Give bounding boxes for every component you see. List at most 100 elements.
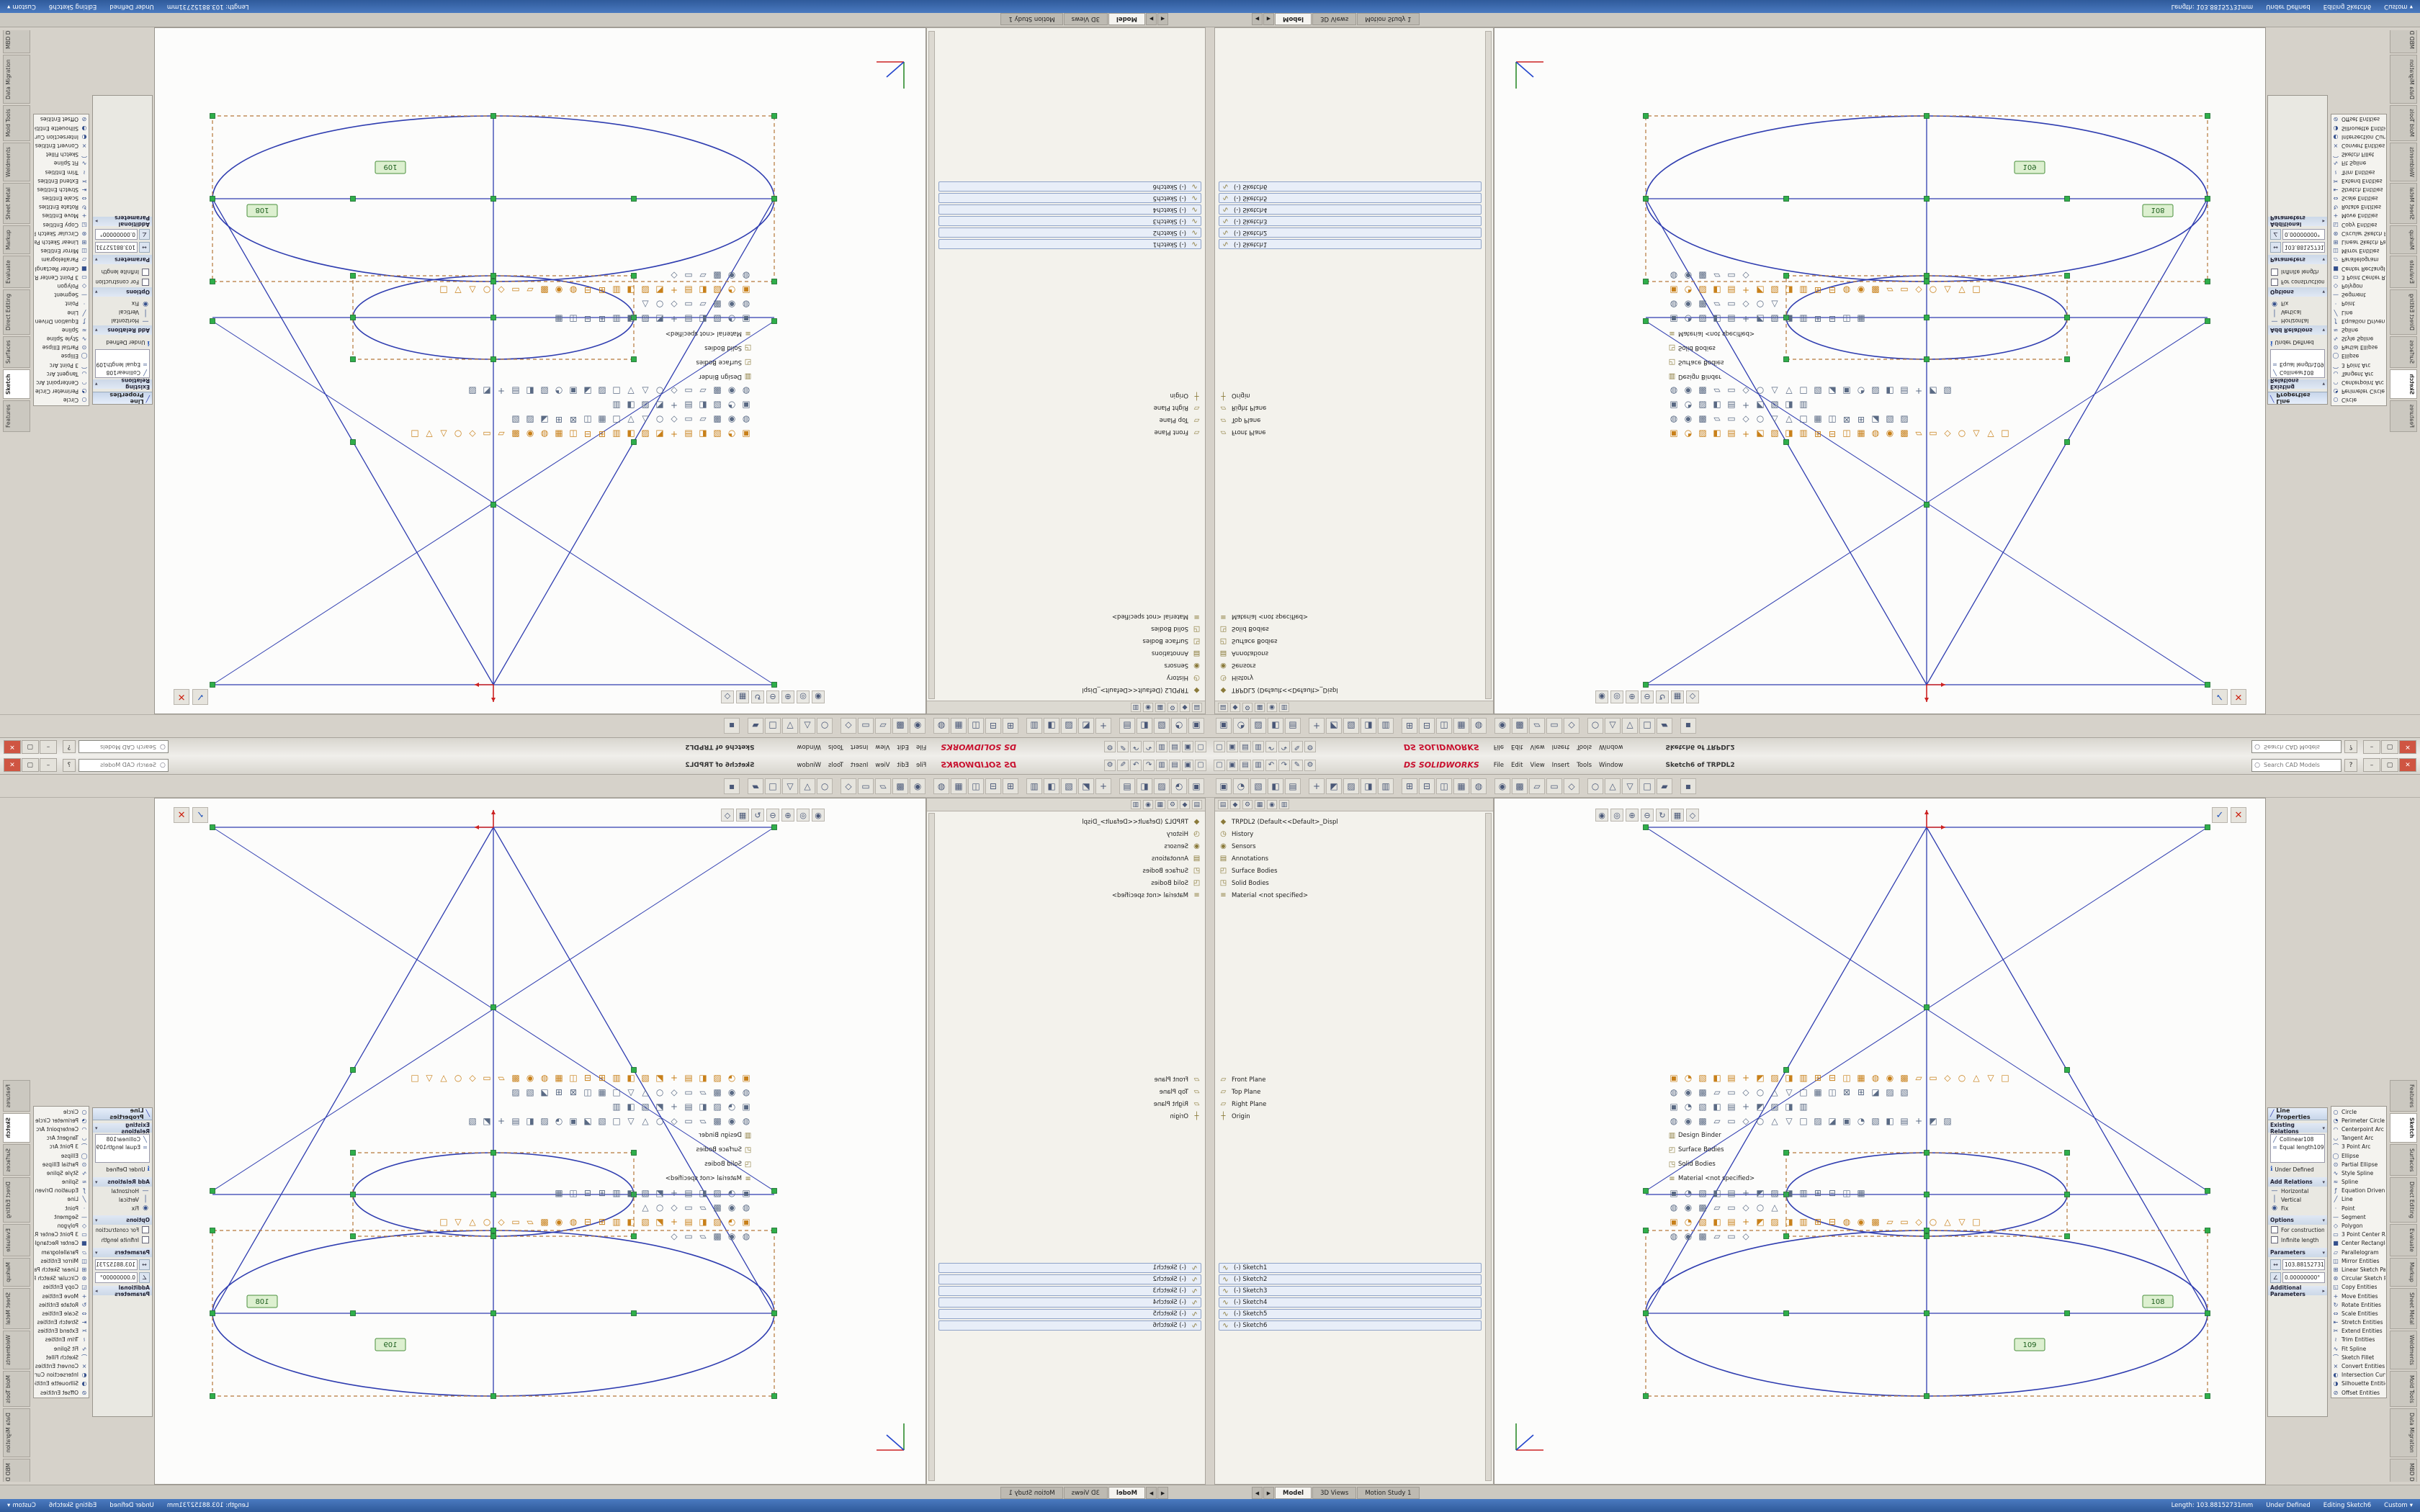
relation-button[interactable]: │Vertical xyxy=(2268,1195,2327,1204)
sketch-points[interactable] xyxy=(1643,113,2210,688)
tree-item-sketch[interactable]: ∿(-) Sketch2 xyxy=(1219,228,1482,238)
toolbar-icon[interactable]: ▥ xyxy=(1378,778,1394,794)
overlay-tool-icon[interactable]: ◪ xyxy=(583,1116,592,1126)
maximize-button[interactable]: ▢ xyxy=(2381,740,2398,754)
quick-access-icon[interactable]: ▤ xyxy=(1169,741,1180,753)
overlay-tool-icon[interactable]: ◇ xyxy=(1742,1202,1749,1212)
checkbox[interactable] xyxy=(142,1226,149,1233)
overlay-tool-icon[interactable]: ⊟ xyxy=(1828,1073,1837,1083)
tool-item[interactable]: ·Point xyxy=(2332,1204,2385,1212)
overlay-tool-icon[interactable]: ○ xyxy=(1958,1073,1966,1083)
overlay-tool-icon[interactable]: ⊟ xyxy=(583,314,592,324)
tool-item[interactable]: ▭3 Point Center Rectangle xyxy=(35,273,88,282)
tool-item[interactable]: ⊞Linear Sketch Pattern xyxy=(2332,238,2385,246)
minimize-button[interactable]: – xyxy=(2363,758,2380,772)
tool-item[interactable]: ◫Mirror Entities xyxy=(2332,1256,2385,1265)
relation-item[interactable]: =Equal length109 xyxy=(2272,1143,2323,1151)
sketch-point[interactable] xyxy=(490,1310,496,1316)
menu-item-edit[interactable]: Edit xyxy=(897,743,909,751)
overlay-tool-icon[interactable]: ◩ xyxy=(655,314,664,324)
section-existing-relations[interactable]: Existing Relations ▾ xyxy=(2268,1122,2327,1135)
section-options[interactable]: Options ▾ xyxy=(93,287,152,297)
overlay-tool-icon[interactable]: ⊞ xyxy=(1814,1073,1822,1083)
toolbar-icon[interactable]: ◧ xyxy=(1137,718,1152,734)
toolbar-icon[interactable]: ⊞ xyxy=(1402,718,1417,734)
tab-mold-tools[interactable]: Mold Tools xyxy=(2390,1370,2417,1408)
checkbox[interactable] xyxy=(142,269,149,276)
overlay-tool-icon[interactable]: ◍ xyxy=(1670,415,1678,425)
overlay-tool-icon[interactable]: ◫ xyxy=(569,314,578,324)
checkbox[interactable] xyxy=(2271,1226,2278,1233)
tab-surfaces[interactable]: Surfaces xyxy=(3,1143,30,1176)
panel-tab-icon[interactable]: ▦ xyxy=(1155,800,1165,809)
overlay-tool-icon[interactable]: ▱ xyxy=(699,1202,707,1212)
overlay-tool-icon[interactable]: ▱ xyxy=(699,415,707,425)
tool-item[interactable]: ↻Rotate Entities xyxy=(2332,1300,2385,1309)
overlay-tool-icon[interactable]: ◇ xyxy=(1742,1231,1749,1241)
view-tool-icon[interactable]: ⊖ xyxy=(766,809,779,822)
tool-item[interactable]: ∿Style Spline xyxy=(2332,335,2385,343)
section-parameters[interactable]: Parameters ▾ xyxy=(2268,1248,2327,1257)
overlay-tool-icon[interactable]: ⊞ xyxy=(1814,1217,1822,1227)
overlay-tool-icon[interactable]: ◧ xyxy=(699,1217,707,1227)
overlay-tool-icon[interactable]: ◔ xyxy=(727,285,736,295)
overlay-tool-icon[interactable]: ◇ xyxy=(671,271,678,281)
sketch-point[interactable] xyxy=(490,273,496,279)
tool-item[interactable]: ▱Parallelogram xyxy=(2332,1248,2385,1256)
toolbar-icon[interactable]: ▭ xyxy=(858,718,874,734)
overlay-tool-icon[interactable]: ▦ xyxy=(1814,1087,1822,1097)
overlay-tool-icon[interactable]: ◨ xyxy=(1785,1073,1793,1083)
tool-item[interactable]: ∿Style Spline xyxy=(2332,1169,2385,1177)
tool-item[interactable]: ◠Centerpoint Arc xyxy=(35,378,88,387)
sketch-point[interactable] xyxy=(490,279,496,284)
overlay-tool-icon[interactable]: △ xyxy=(1771,1202,1778,1212)
sketch-point[interactable] xyxy=(210,196,215,202)
view-tool-icon[interactable]: ▦ xyxy=(1671,809,1684,822)
toolbar-icon[interactable]: ▦ xyxy=(1453,718,1469,734)
view-tool-icon[interactable]: ◇ xyxy=(1686,809,1699,822)
tool-item[interactable]: ×Convert Entities xyxy=(35,141,88,150)
tree-item-sketch[interactable]: ∿(-) Sketch5 xyxy=(1219,193,1482,203)
section-add-relations[interactable]: Add Relations ▾ xyxy=(2268,1177,2327,1187)
sketch-point[interactable] xyxy=(1924,273,1930,279)
sketch-point[interactable] xyxy=(490,502,496,508)
overlay-tool-icon[interactable]: ◇ xyxy=(671,1116,678,1126)
tab-scroll-left-icon[interactable]: ◀ xyxy=(1157,13,1168,25)
tool-item[interactable]: ·Point xyxy=(35,1204,88,1212)
tool-item[interactable]: ⇔Scale Entities xyxy=(2332,194,2385,203)
overlay-tool-icon[interactable]: ◉ xyxy=(1684,271,1693,281)
overlay-tool-icon[interactable]: ▭ xyxy=(684,300,693,310)
sketch-point[interactable] xyxy=(771,1228,777,1233)
overlay-tool-icon[interactable]: ○ xyxy=(1756,1202,1765,1212)
toolbar-icon[interactable]: ▨ xyxy=(1343,718,1359,734)
overlay-tool-icon[interactable]: ▩ xyxy=(1698,271,1707,281)
overlay-tool-icon[interactable]: ◇ xyxy=(671,415,678,425)
toolbar-icon[interactable]: ▪ xyxy=(1680,778,1696,794)
sketch-point[interactable] xyxy=(2205,824,2210,830)
menu-item-view[interactable]: View xyxy=(1530,743,1545,751)
tool-item[interactable]: ⌒3 Point Arc xyxy=(35,1143,88,1151)
tab-weldments[interactable]: Weldments xyxy=(3,1330,30,1369)
parameter-field[interactable]: ∠0.00000000° xyxy=(95,229,150,240)
overlay-tool-icon[interactable]: + xyxy=(670,285,678,295)
overlay-tool-icon[interactable]: □ xyxy=(1972,1217,1981,1227)
tool-item[interactable]: ≈Spline xyxy=(2332,325,2385,334)
tool-item[interactable]: ⇤Stretch Entities xyxy=(35,185,88,194)
toolbar-icon[interactable]: ◉ xyxy=(1494,778,1510,794)
existing-relations-list[interactable]: ╱Collinear108=Equal length109 xyxy=(2270,349,2325,378)
option-checkbox[interactable]: For construction xyxy=(93,1225,152,1235)
tool-item[interactable]: ◱Copy Entities xyxy=(2332,1283,2385,1292)
tool-item[interactable]: ○Circle xyxy=(35,1107,88,1116)
tree-item-sketch[interactable]: ∿(-) Sketch6 xyxy=(938,181,1201,192)
sketch-point[interactable] xyxy=(210,1228,215,1233)
menu-item-file[interactable]: File xyxy=(1493,761,1505,769)
tab-surfaces[interactable]: Surfaces xyxy=(2390,1143,2417,1176)
overlay-tool-icon[interactable]: ◉ xyxy=(1684,386,1693,396)
cancel-sketch-icon[interactable]: ✕ xyxy=(174,807,189,823)
overlay-tool-icon[interactable]: ▨ xyxy=(1814,1116,1822,1126)
overlay-tool-icon[interactable]: ▩ xyxy=(713,1087,722,1097)
overlay-tool-icon[interactable]: ◧ xyxy=(699,400,707,410)
overlay-tool-icon[interactable]: ◇ xyxy=(498,285,505,295)
overlay-tool-icon[interactable]: ▣ xyxy=(742,429,750,439)
doc-tab-model[interactable]: Model xyxy=(1108,13,1145,25)
